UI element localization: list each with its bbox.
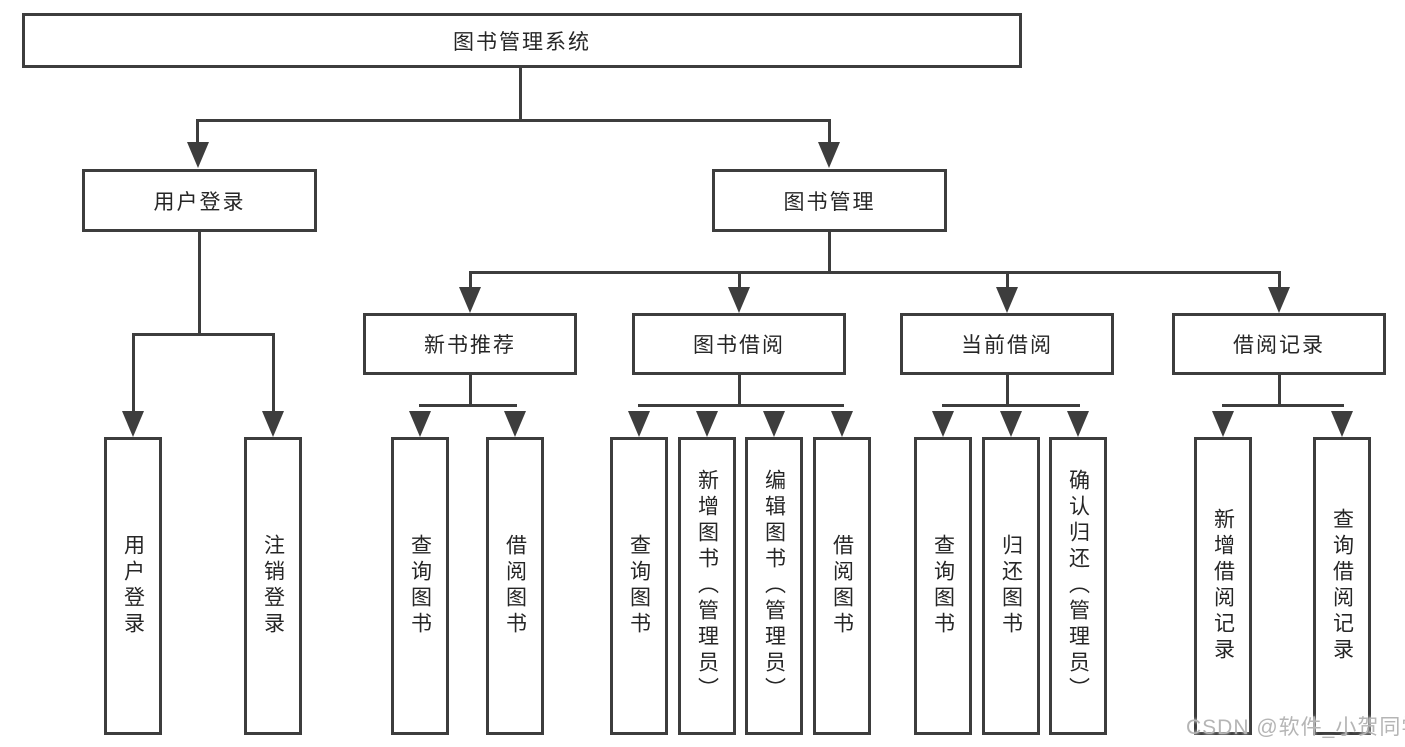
connector-current-borrow-bus <box>942 404 1080 407</box>
connector-new-book-recommend-bus <box>419 404 517 407</box>
node-current-borrow-label: 当前借阅 <box>961 334 1053 357</box>
connector-drop-user-login <box>196 119 199 146</box>
arrowhead-leaf-confirm-return <box>1067 411 1089 437</box>
leaf-borrow-books-1-label: 借阅图书 <box>503 534 527 638</box>
connector-drop-leaf-logout <box>272 333 275 413</box>
node-borrow-records-label: 借阅记录 <box>1233 334 1325 357</box>
node-user-login-label: 用户登录 <box>153 190 246 214</box>
node-root: 图书管理系统 <box>22 13 1022 68</box>
arrowhead-leaf-query-books-2 <box>628 411 650 437</box>
arrowhead-leaf-query-books-1 <box>409 411 431 437</box>
arrowhead-new-book-recommend <box>459 287 481 313</box>
leaf-query-books-1: 查询图书 <box>391 437 449 735</box>
node-current-borrow: 当前借阅 <box>900 313 1114 375</box>
leaf-query-books-2: 查询图书 <box>610 437 668 735</box>
node-new-book-recommend: 新书推荐 <box>363 313 577 375</box>
arrowhead-user-login <box>187 142 209 168</box>
leaf-query-books-1-label: 查询图书 <box>408 534 432 638</box>
arrowhead-leaf-edit-books <box>763 411 785 437</box>
leaf-query-borrow-record: 查询借阅记录 <box>1313 437 1371 735</box>
arrowhead-leaf-borrow-books-1 <box>504 411 526 437</box>
leaf-return-books: 归还图书 <box>982 437 1040 735</box>
arrowhead-borrow-records <box>1268 287 1290 313</box>
leaf-query-books-3-label: 查询图书 <box>931 534 955 638</box>
connector-level2-bus <box>197 119 831 122</box>
leaf-borrow-books-1: 借阅图书 <box>486 437 544 735</box>
node-book-borrow: 图书借阅 <box>632 313 846 375</box>
leaf-query-books-3: 查询图书 <box>914 437 972 735</box>
arrowhead-current-borrow <box>996 287 1018 313</box>
arrowhead-leaf-query-books-3 <box>932 411 954 437</box>
leaf-confirm-return-label: 确认归还（管理员） <box>1066 469 1090 703</box>
leaf-edit-books: 编辑图书（管理员） <box>745 437 803 735</box>
leaf-return-books-label: 归还图书 <box>999 534 1023 638</box>
connector-drop-leaf-user-login <box>132 333 135 413</box>
connector-new-book-recommend-stem <box>469 373 472 407</box>
leaf-query-books-2-label: 查询图书 <box>627 534 651 638</box>
arrowhead-leaf-return-books <box>1000 411 1022 437</box>
connector-drop-book-management <box>828 119 831 146</box>
connector-root-stem <box>519 66 522 121</box>
node-user-login: 用户登录 <box>82 169 317 232</box>
connector-book-management-stem <box>828 231 831 274</box>
leaf-add-borrow-record-label: 新增借阅记录 <box>1211 508 1235 664</box>
node-borrow-records: 借阅记录 <box>1172 313 1386 375</box>
leaf-user-login: 用户登录 <box>104 437 162 735</box>
arrowhead-book-borrow <box>728 287 750 313</box>
arrowhead-leaf-borrow-books-2 <box>831 411 853 437</box>
leaf-add-books-label: 新增图书（管理员） <box>695 469 719 703</box>
node-book-borrow-label: 图书借阅 <box>693 334 785 357</box>
connector-borrow-records-stem <box>1278 373 1281 407</box>
leaf-logout-label: 注销登录 <box>261 534 285 638</box>
leaf-borrow-books-2: 借阅图书 <box>813 437 871 735</box>
arrowhead-leaf-add-borrow-record <box>1212 411 1234 437</box>
node-book-management: 图书管理 <box>712 169 947 232</box>
connector-user-login-bus <box>132 333 275 336</box>
connector-borrow-records-bus <box>1222 404 1344 407</box>
connector-drop-borrow-records <box>1278 271 1281 290</box>
arrowhead-leaf-add-books <box>696 411 718 437</box>
leaf-query-borrow-record-label: 查询借阅记录 <box>1330 508 1354 664</box>
connector-drop-current-borrow <box>1006 271 1009 290</box>
leaf-borrow-books-2-label: 借阅图书 <box>830 534 854 638</box>
connector-drop-book-borrow <box>738 271 741 290</box>
arrowhead-leaf-logout <box>262 411 284 437</box>
leaf-logout: 注销登录 <box>244 437 302 735</box>
node-new-book-recommend-label: 新书推荐 <box>424 334 516 357</box>
csdn-watermark: CSDN @软件_小贺同学 <box>1186 716 1405 739</box>
leaf-user-login-label: 用户登录 <box>121 534 145 638</box>
node-root-label: 图书管理系统 <box>453 30 591 54</box>
node-book-management-label: 图书管理 <box>783 190 876 214</box>
connector-drop-new-book-recommend <box>469 271 472 290</box>
connector-book-borrow-stem <box>738 373 741 407</box>
connector-current-borrow-stem <box>1006 373 1009 407</box>
arrowhead-leaf-user-login <box>122 411 144 437</box>
leaf-add-books: 新增图书（管理员） <box>678 437 736 735</box>
leaf-confirm-return: 确认归还（管理员） <box>1049 437 1107 735</box>
connector-user-login-stem <box>198 231 201 335</box>
connector-level3-bus <box>469 271 1280 274</box>
arrowhead-book-management <box>818 142 840 168</box>
connector-book-borrow-bus <box>638 404 844 407</box>
arrowhead-leaf-query-borrow-record <box>1331 411 1353 437</box>
leaf-add-borrow-record: 新增借阅记录 <box>1194 437 1252 735</box>
leaf-edit-books-label: 编辑图书（管理员） <box>762 469 786 703</box>
